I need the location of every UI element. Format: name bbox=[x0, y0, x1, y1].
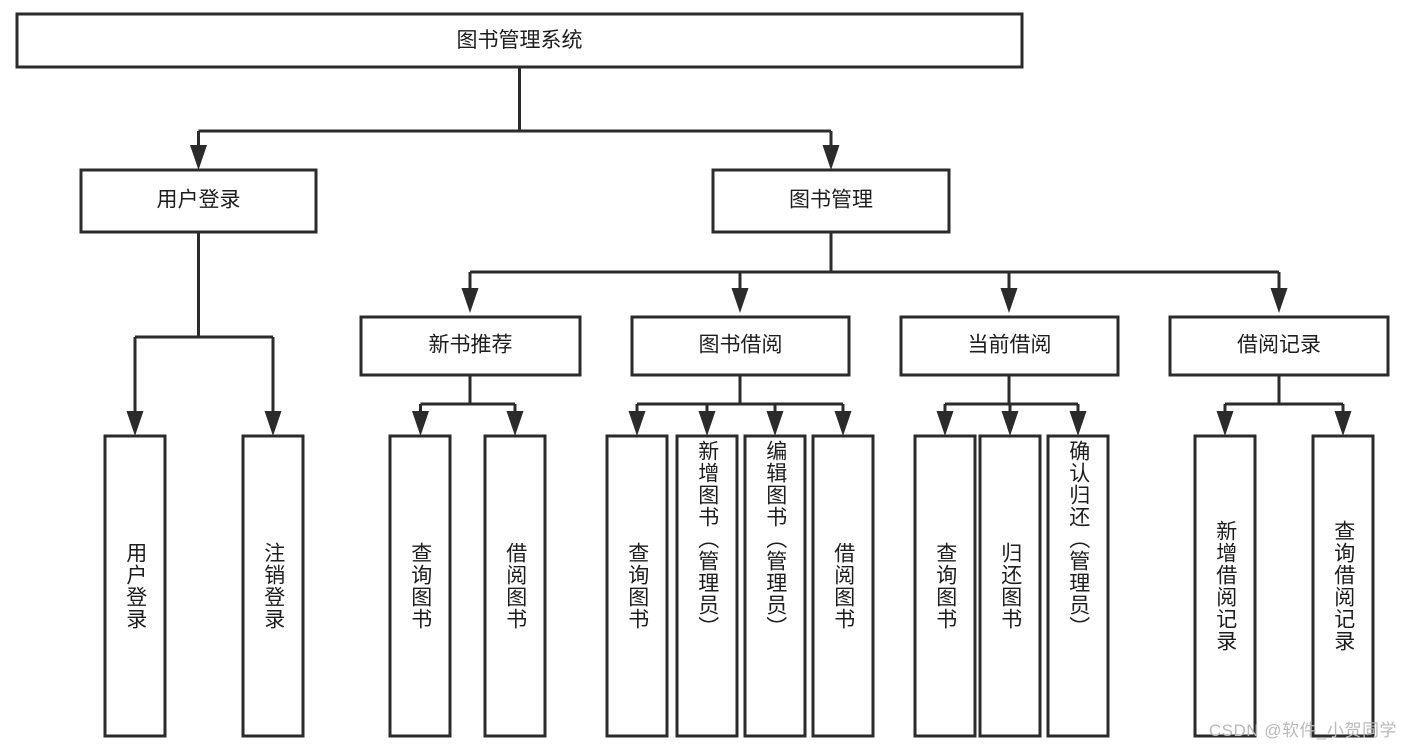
leaf-box-borrow-record-1[interactable] bbox=[1311, 434, 1375, 738]
arrow-current-leaf-1 bbox=[1001, 411, 1019, 436]
leaf-box-user-login-1[interactable] bbox=[241, 434, 305, 738]
arrow-book-manage-to-borrow bbox=[731, 288, 749, 313]
nodes-layer: 图书管理系统 用户登录 图书管理 新书推荐 图书借阅 当前借阅 借阅记录 bbox=[15, 12, 1390, 738]
arrow-book-manage-to-record bbox=[1270, 288, 1288, 313]
leaf-box-book-borrow-3[interactable] bbox=[811, 434, 875, 738]
leaf-box-new-book-0[interactable] bbox=[388, 434, 452, 738]
node-user-login-box[interactable] bbox=[79, 168, 318, 234]
arrow-borrow-leaf-3 bbox=[834, 411, 852, 436]
node-current-borrow-label: 当前借阅 bbox=[968, 334, 1052, 357]
arrow-user-login-leaf-0 bbox=[126, 411, 144, 436]
leaf-box-user-login-0[interactable] bbox=[103, 434, 167, 738]
node-current-borrow-box[interactable] bbox=[899, 315, 1120, 377]
arrow-new-book-leaf-1 bbox=[506, 411, 524, 436]
node-book-manage-box[interactable] bbox=[711, 168, 951, 234]
arrow-borrow-leaf-2 bbox=[766, 411, 784, 436]
arrow-record-leaf-0 bbox=[1216, 411, 1234, 436]
node-book-manage-label: 图书管理 bbox=[789, 189, 873, 212]
arrow-root-to-user-login bbox=[190, 145, 207, 170]
arrow-book-manage-to-current bbox=[1000, 288, 1018, 313]
node-book-borrow-label: 图书借阅 bbox=[699, 334, 783, 357]
leaf-box-book-borrow-2[interactable] bbox=[743, 434, 807, 738]
arrow-borrow-leaf-1 bbox=[698, 411, 716, 436]
node-new-book-label: 新书推荐 bbox=[429, 334, 513, 357]
edges-layer bbox=[126, 67, 1352, 436]
leaf-box-borrow-record-0[interactable] bbox=[1193, 434, 1257, 738]
arrow-borrow-leaf-0 bbox=[628, 411, 646, 436]
arrow-record-leaf-1 bbox=[1334, 411, 1352, 436]
arrow-user-login-leaf-1 bbox=[264, 411, 282, 436]
leaf-box-new-book-1[interactable] bbox=[483, 434, 547, 738]
node-root-box[interactable] bbox=[15, 12, 1024, 69]
leaf-box-book-borrow-1[interactable] bbox=[675, 434, 739, 738]
node-root-label: 图书管理系统 bbox=[457, 29, 583, 52]
arrow-new-book-leaf-0 bbox=[412, 411, 429, 436]
arrow-root-to-book-manage bbox=[822, 145, 840, 170]
node-borrow-record-label: 借阅记录 bbox=[1237, 334, 1321, 357]
node-new-book-box[interactable] bbox=[359, 315, 582, 377]
node-borrow-record-box[interactable] bbox=[1168, 315, 1390, 377]
leaf-box-book-borrow-0[interactable] bbox=[605, 434, 669, 738]
node-user-login-label: 用户登录 bbox=[157, 189, 241, 212]
arrow-current-leaf-2 bbox=[1069, 411, 1087, 436]
node-book-borrow-box[interactable] bbox=[630, 315, 851, 377]
leaf-box-current-borrow-0[interactable] bbox=[913, 434, 977, 738]
leaf-box-current-borrow-2[interactable] bbox=[1046, 434, 1110, 738]
arrow-current-leaf-0 bbox=[936, 411, 954, 436]
leaf-box-current-borrow-1[interactable] bbox=[978, 434, 1042, 738]
arrow-book-manage-to-new-book bbox=[461, 288, 479, 313]
